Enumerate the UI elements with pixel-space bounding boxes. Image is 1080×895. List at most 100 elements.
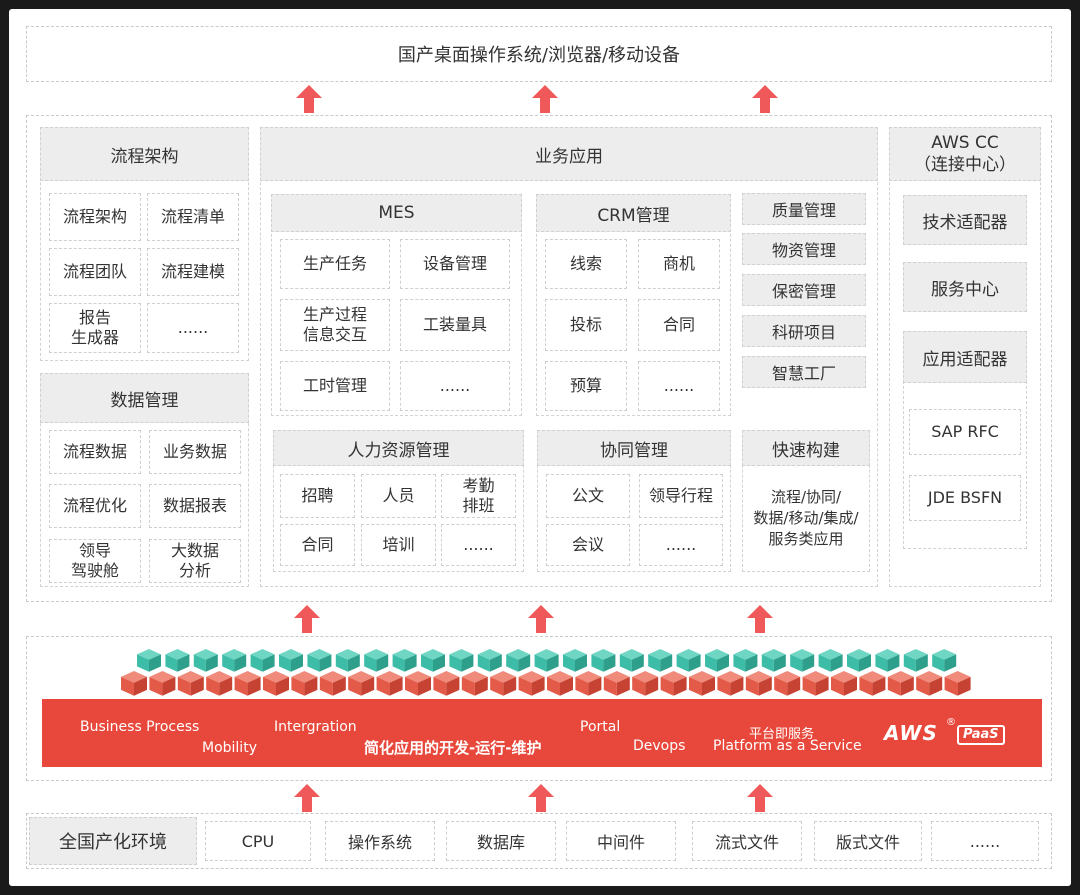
mes-item: 设备管理 [400,239,510,289]
mes-title: MES [271,194,522,232]
process-arch-item: 流程清单 [147,193,239,241]
up-arrow-icon [294,784,320,812]
side-item: 保密管理 [742,274,866,306]
mes-item: ...... [400,361,510,411]
aws-logo: AWS [884,721,938,745]
cube-icon [761,649,786,672]
process-arch-item: 流程架构 [49,193,141,241]
cube-icon [802,671,829,696]
cube-icon [831,671,857,696]
data-mgmt-title: 数据管理 [40,373,249,423]
business-apps-title: 业务应用 [260,127,878,181]
process-arch-item: 流程建模 [147,248,239,296]
cube-icon [137,649,161,672]
top-bar: 国产桌面操作系统/浏览器/移动设备 [26,26,1052,82]
cube-icon [619,649,644,672]
mes-item: 工时管理 [280,361,390,411]
service-center: 服务中心 [903,262,1027,312]
cube-icon [676,649,701,672]
cube-icon [222,649,247,672]
crm-item: 投标 [545,299,627,351]
cube-icon [733,649,758,672]
cube-icon [563,649,587,672]
cube-icon [632,671,659,696]
hr-title: 人力资源管理 [273,430,524,466]
aws-cc-title: AWS CC （连接中心） [889,127,1041,181]
env-item: 数据库 [446,821,556,861]
hr-item: 考勤 排班 [441,474,516,518]
env-item: 操作系统 [325,821,435,861]
cube-icon [859,671,886,696]
cube-icon [234,671,261,696]
crm-item: 线索 [545,239,627,289]
app-adapter-item: JDE BSFN [909,475,1021,521]
mes-item: 工装量具 [400,299,510,351]
cube-icon [818,649,843,672]
env-item: CPU [205,821,311,861]
business-process-label: Business Process [80,719,200,735]
cube-icon [847,649,871,672]
cube-icon [206,671,233,696]
side-item: 科研项目 [742,315,866,347]
cube-icon [575,671,602,696]
cube-icon [461,671,488,696]
collab-item: 会议 [546,524,630,566]
cube-icon [689,671,715,696]
cube-icon [250,649,275,672]
data-mgmt-item: 大数据 分析 [149,539,241,583]
cube-icon [717,671,744,696]
up-arrow-icon [296,85,322,113]
crm-title: CRM管理 [536,194,731,232]
app-adapter-item: SAP RFC [909,409,1021,455]
cube-icon [790,649,815,672]
hr-item: 合同 [280,524,355,566]
cube-icon [165,649,190,672]
cube-icon [745,671,772,696]
slogan-label: 简化应用的开发-运行-维护 [364,739,542,757]
side-item: 智慧工厂 [742,356,866,388]
data-mgmt-item: 业务数据 [149,430,241,474]
cube-icon [547,671,573,696]
cube-icon [490,671,517,696]
paas-en-label: Platform as a Service [713,738,862,754]
mes-item: 生产过程 信息交互 [280,299,390,351]
cube-icon [875,649,900,672]
cube-icon [263,671,289,696]
up-arrow-icon [747,784,773,812]
cube-icon [392,649,417,672]
intergration-label: Intergration [274,719,357,735]
hr-item: 招聘 [280,474,355,518]
cube-icon [279,649,303,672]
cube-icon [433,671,460,696]
process-arch-item: 流程团队 [49,248,141,296]
cube-icon [534,649,559,672]
cube-icon [518,671,545,696]
env-item: 流式文件 [692,821,802,861]
portal-label: Portal [580,719,621,735]
up-arrow-icon [532,85,558,113]
cube-stack-graphic [121,649,971,696]
side-item: 质量管理 [742,193,866,225]
paas-layer [26,636,1052,781]
architecture-diagram: 国产桌面操作系统/浏览器/移动设备 流程架构 流程架构 流程清单 流程团队 流程… [9,9,1071,886]
env-item: 版式文件 [814,821,922,861]
paas-badge: PaaS [957,725,1005,745]
cube-icon [506,649,531,672]
cube-icon [916,671,943,696]
cube-icon [149,671,176,696]
cube-icon [705,649,729,672]
cube-icon [932,649,957,672]
cube-icon [603,671,630,696]
cube-icon [405,671,431,696]
cube-icon [591,649,616,672]
registered-mark: ® [946,717,956,728]
hr-item: 人员 [361,474,436,518]
cube-icon [307,649,332,672]
process-arch-item: ...... [147,303,239,353]
mobility-label: Mobility [202,740,257,756]
quick-build-title: 快速构建 [742,430,870,466]
devops-label: Devops [633,738,686,754]
cube-icon [421,649,445,672]
side-item: 物资管理 [742,233,866,265]
mes-item: 生产任务 [280,239,390,289]
